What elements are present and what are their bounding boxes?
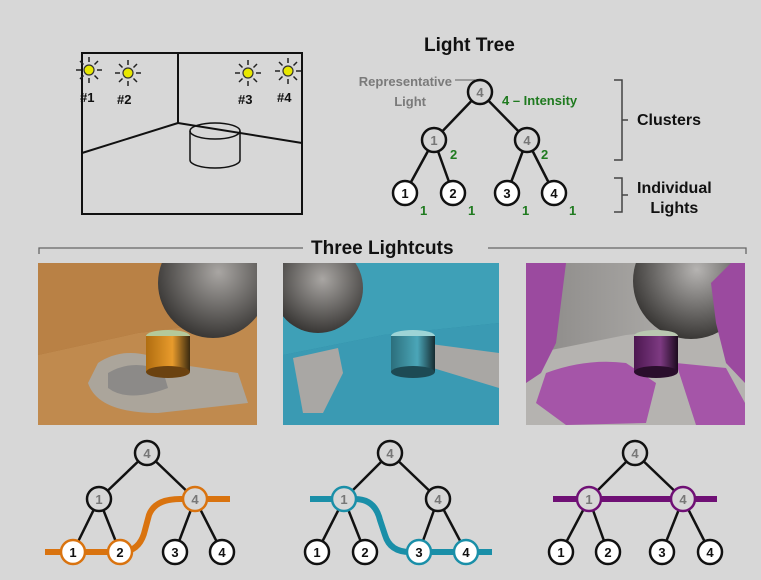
light-4-icon: [274, 57, 302, 85]
light-label-2: #2: [117, 92, 132, 107]
tree-root-node: 4: [466, 78, 494, 106]
clusters-label: Clusters: [637, 112, 702, 129]
svg-text:3: 3: [415, 545, 422, 560]
leaf-intensity: 1: [420, 203, 427, 218]
light-label-1: #1: [80, 90, 95, 105]
svg-text:4: 4: [631, 446, 639, 461]
svg-text:1: 1: [69, 545, 76, 560]
svg-text:2: 2: [604, 545, 611, 560]
svg-text:4: 4: [218, 545, 226, 560]
lightcut-tree-teal: 4 1 4 1 2 3 4: [303, 439, 492, 566]
tree-cluster-node: 4: [513, 126, 541, 154]
svg-text:4: 4: [386, 446, 394, 461]
svg-text:4: 4: [434, 492, 442, 507]
tree-leaf-node: 1: [391, 179, 419, 207]
light-tree-diagram: 4 1 4 2 2 1 2 3 4 1 1 1 1: [391, 78, 576, 218]
svg-text:4: 4: [679, 492, 687, 507]
svg-text:3: 3: [503, 186, 510, 201]
svg-text:4: 4: [476, 85, 484, 100]
svg-text:3: 3: [171, 545, 178, 560]
svg-text:4: 4: [191, 492, 199, 507]
svg-text:2: 2: [361, 545, 368, 560]
svg-text:1: 1: [313, 545, 320, 560]
room-scene-diagram: [81, 52, 303, 215]
lightcuts-title: Three Lightcuts: [311, 238, 454, 259]
tree-leaf-node: 4: [540, 179, 568, 207]
leaf-intensity: 1: [468, 203, 475, 218]
cluster-intensity: 2: [541, 147, 548, 162]
svg-text:1: 1: [585, 492, 592, 507]
svg-text:1: 1: [340, 492, 347, 507]
svg-text:4: 4: [523, 133, 531, 148]
svg-text:3: 3: [658, 545, 665, 560]
svg-text:4: 4: [462, 545, 470, 560]
render-orange: [38, 263, 257, 425]
svg-text:1: 1: [557, 545, 564, 560]
svg-text:4: 4: [706, 545, 714, 560]
tree-leaf-node: 2: [439, 179, 467, 207]
svg-text:4: 4: [550, 186, 558, 201]
lightcut-path: [310, 496, 492, 555]
tree-cluster-node: 1: [420, 126, 448, 154]
render-teal: [283, 263, 499, 425]
svg-text:2: 2: [449, 186, 456, 201]
lightcut-tree-purple: 4 1 4 1 2 3 4: [547, 439, 724, 566]
cluster-intensity: 2: [450, 147, 457, 162]
representative-light-label: Representative Light: [358, 74, 452, 109]
light-label-3: #3: [238, 92, 253, 107]
svg-text:1: 1: [95, 492, 102, 507]
intensity-label: 4 – Intensity: [502, 93, 578, 108]
light-3-icon: [234, 59, 262, 87]
svg-text:1: 1: [430, 133, 437, 148]
svg-text:2: 2: [116, 545, 123, 560]
clusters-bracket: [614, 79, 628, 213]
cylinder-shape: [189, 122, 241, 169]
svg-text:4: 4: [143, 446, 151, 461]
lightcuts-header-rule: [38, 247, 747, 254]
leaf-intensity: 1: [569, 203, 576, 218]
light-2-icon: [114, 59, 142, 87]
light-1-icon: [75, 56, 103, 84]
light-label-4: #4: [277, 90, 292, 105]
light-tree-title: Light Tree: [424, 35, 515, 56]
svg-text:1: 1: [401, 186, 408, 201]
lightcut-tree-orange: 4 1 4 1 2 3 4: [45, 439, 236, 566]
leaf-intensity: 1: [522, 203, 529, 218]
tree-leaf-node: 3: [493, 179, 521, 207]
render-purple: [526, 263, 745, 425]
